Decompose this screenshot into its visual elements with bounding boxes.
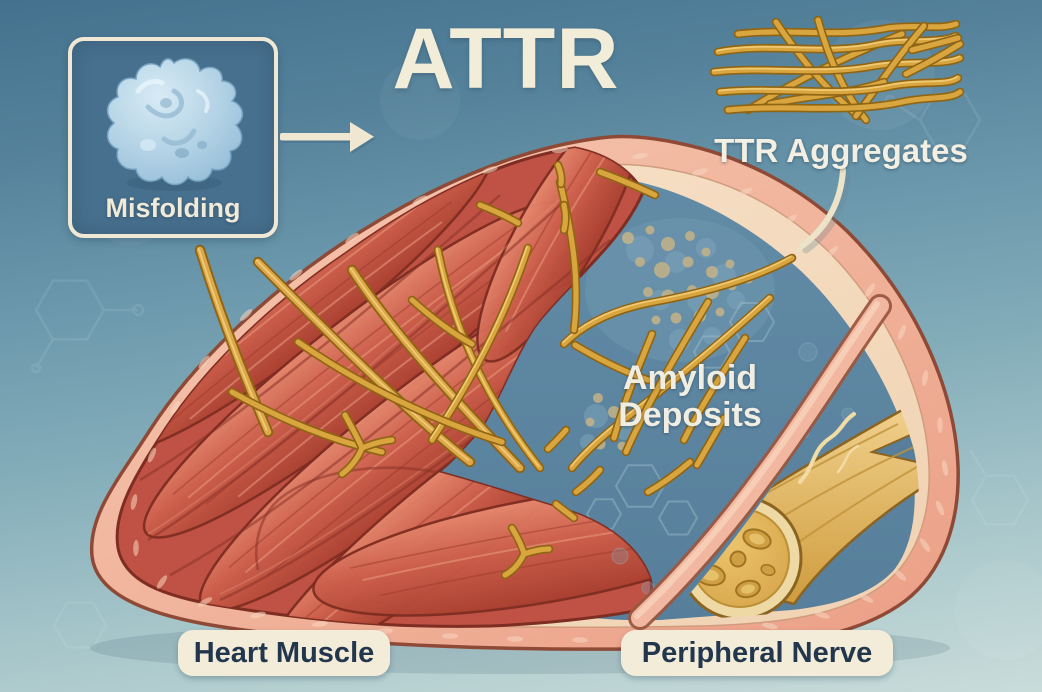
label-pointer-icon: [795, 167, 851, 254]
page-title: ATTR: [392, 11, 620, 107]
molecule-hexagon: [968, 449, 1030, 526]
misfolding-panel: Misfolding: [68, 37, 278, 238]
heart-muscle-label-pill: Heart Muscle: [178, 630, 390, 676]
misfolded-protein-icon: [106, 58, 244, 191]
ttr-fibril-strands: [713, 20, 960, 120]
molecule-hexagon: [52, 601, 108, 649]
heart-muscle-label: Heart Muscle: [193, 636, 375, 669]
amyloid-label-line2: Deposits: [618, 396, 762, 435]
misfolding-label: Misfolding: [105, 193, 241, 223]
ttr-aggregates-label: TTR Aggregates: [714, 132, 968, 169]
compartment-divider-membrane: [628, 294, 892, 630]
molecule-hexagon: [30, 279, 145, 374]
membrane-texture: [130, 147, 949, 643]
nerve-compartment: [611, 294, 919, 630]
arrow-right-icon: [280, 122, 376, 155]
heart-muscle-region: [115, 146, 785, 628]
ttr-fibril-tangle-icon: [710, 16, 965, 134]
amyloid-label-line1: Amyloid: [622, 359, 758, 397]
amyloid-deposits-label: Amyloid Deposits: [595, 359, 785, 435]
peripheral-nerve-label-pill: Peripheral Nerve: [621, 630, 893, 676]
peripheral-nerve-label: Peripheral Nerve: [641, 636, 873, 669]
